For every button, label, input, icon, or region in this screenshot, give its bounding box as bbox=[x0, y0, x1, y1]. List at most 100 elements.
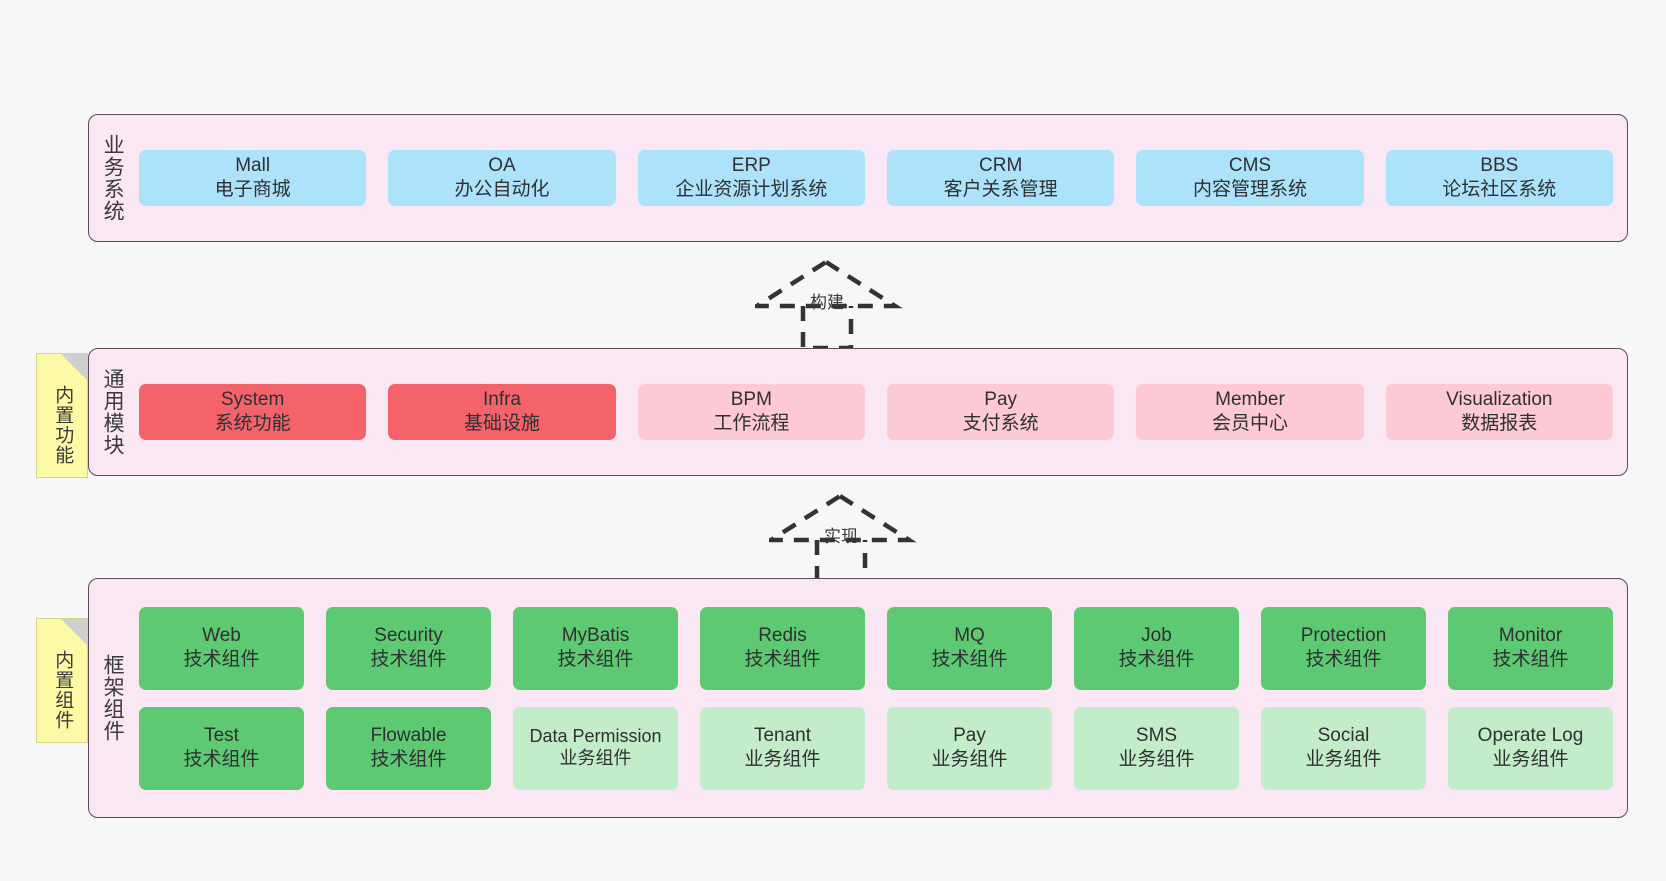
card-mq-desc: 技术组件 bbox=[931, 649, 1008, 670]
card-sms-desc: 业务组件 bbox=[1118, 749, 1195, 770]
arrow-shaft bbox=[800, 306, 854, 350]
card-system-desc: 系统功能 bbox=[214, 413, 291, 434]
card-bbs-name: BBS bbox=[1480, 154, 1519, 176]
layer-framework-components: 框架组件 Web 技术组件 Security 技术组件 MyBatis 技术组件… bbox=[88, 578, 1628, 818]
card-pay-module[interactable]: Pay 支付系统 bbox=[886, 383, 1115, 441]
note-builtin-components-text: 内置组件 bbox=[52, 649, 74, 730]
card-flowable[interactable]: Flowable 技术组件 bbox=[326, 706, 491, 790]
card-social-desc: 业务组件 bbox=[1305, 749, 1382, 770]
card-visualization[interactable]: Visualization 数据报表 bbox=[1385, 383, 1613, 441]
layer-business-systems: 业务系统 Mall 电子商城 OA 办公自动化 ERP 企业资源计划系统 CRM bbox=[88, 114, 1628, 242]
card-bbs-desc: 论坛社区系统 bbox=[1442, 179, 1557, 200]
card-web-desc: 技术组件 bbox=[183, 649, 260, 670]
card-mybatis[interactable]: MyBatis 技术组件 bbox=[513, 606, 678, 690]
card-security[interactable]: Security 技术组件 bbox=[326, 606, 491, 690]
card-tenant-desc: 业务组件 bbox=[744, 749, 821, 770]
card-security-name: Security bbox=[374, 624, 443, 646]
card-social-name: Social bbox=[1317, 724, 1370, 746]
card-security-desc: 技术组件 bbox=[370, 649, 447, 670]
card-crm-name: CRM bbox=[979, 154, 1023, 176]
note-fold-corner-icon bbox=[61, 619, 87, 645]
layer-modules-body: System 系统功能 Infra 基础设施 BPM 工作流程 Pay 支付系统… bbox=[135, 349, 1627, 475]
card-oa[interactable]: OA 办公自动化 bbox=[388, 149, 616, 207]
card-test-name: Test bbox=[204, 724, 239, 746]
card-job-name: Job bbox=[1141, 624, 1172, 646]
card-member[interactable]: Member 会员中心 bbox=[1136, 383, 1364, 441]
card-web-name: Web bbox=[202, 624, 241, 646]
card-web[interactable]: Web 技术组件 bbox=[139, 606, 304, 690]
layer-business-body: Mall 电子商城 OA 办公自动化 ERP 企业资源计划系统 CRM 客户关系… bbox=[135, 115, 1627, 241]
card-pay-module-name: Pay bbox=[984, 388, 1018, 410]
card-test-desc: 技术组件 bbox=[183, 749, 260, 770]
card-mall-desc: 电子商城 bbox=[214, 179, 291, 200]
card-infra-desc: 基础设施 bbox=[463, 413, 540, 434]
card-member-desc: 会员中心 bbox=[1211, 413, 1288, 434]
layer-modules-title: 通用模块 bbox=[101, 368, 125, 456]
card-data-permission-name: Data Permission bbox=[529, 726, 662, 747]
card-monitor-desc: 技术组件 bbox=[1492, 649, 1569, 670]
card-bpm[interactable]: BPM 工作流程 bbox=[637, 383, 865, 441]
card-mybatis-name: MyBatis bbox=[561, 624, 630, 646]
framework-business-row: Test 技术组件 Flowable 技术组件 Data Permission … bbox=[139, 706, 1613, 790]
card-job[interactable]: Job 技术组件 bbox=[1074, 606, 1239, 690]
card-visualization-desc: 数据报表 bbox=[1461, 413, 1538, 434]
card-data-permission[interactable]: Data Permission 业务组件 bbox=[513, 706, 678, 790]
card-crm[interactable]: CRM 客户关系管理 bbox=[886, 149, 1115, 207]
card-erp-desc: 企业资源计划系统 bbox=[675, 179, 828, 200]
card-bbs[interactable]: BBS 论坛社区系统 bbox=[1385, 149, 1613, 207]
card-oa-desc: 办公自动化 bbox=[454, 179, 550, 200]
card-crm-desc: 客户关系管理 bbox=[943, 179, 1058, 200]
card-test[interactable]: Test 技术组件 bbox=[139, 706, 304, 790]
note-fold-corner-icon bbox=[61, 354, 87, 380]
card-social[interactable]: Social 业务组件 bbox=[1261, 706, 1426, 790]
framework-tech-row: Web 技术组件 Security 技术组件 MyBatis 技术组件 Redi… bbox=[139, 606, 1613, 690]
card-system[interactable]: System 系统功能 bbox=[139, 383, 367, 441]
card-mall[interactable]: Mall 电子商城 bbox=[139, 149, 367, 207]
card-pay-component-name: Pay bbox=[953, 724, 986, 746]
card-tenant[interactable]: Tenant 业务组件 bbox=[700, 706, 865, 790]
card-flowable-name: Flowable bbox=[370, 724, 447, 746]
card-pay-module-desc: 支付系统 bbox=[962, 413, 1039, 434]
layer-common-modules: 通用模块 System 系统功能 Infra 基础设施 BPM 工作流程 Pay bbox=[88, 348, 1628, 476]
card-flowable-desc: 技术组件 bbox=[370, 749, 447, 770]
card-mq[interactable]: MQ 技术组件 bbox=[887, 606, 1052, 690]
card-job-desc: 技术组件 bbox=[1118, 649, 1195, 670]
business-card-row: Mall 电子商城 OA 办公自动化 ERP 企业资源计划系统 CRM 客户关系… bbox=[139, 149, 1613, 207]
card-cms-name: CMS bbox=[1228, 154, 1272, 176]
card-operate-log[interactable]: Operate Log 业务组件 bbox=[1448, 706, 1613, 790]
card-member-name: Member bbox=[1215, 388, 1285, 410]
card-bpm-desc: 工作流程 bbox=[713, 413, 790, 434]
card-redis-desc: 技术组件 bbox=[744, 649, 821, 670]
card-redis[interactable]: Redis 技术组件 bbox=[700, 606, 865, 690]
card-operate-log-name: Operate Log bbox=[1477, 724, 1584, 746]
card-pay-component[interactable]: Pay 业务组件 bbox=[887, 706, 1052, 790]
card-sms-name: SMS bbox=[1135, 724, 1178, 746]
note-builtin-features-text: 内置功能 bbox=[52, 384, 74, 465]
card-monitor[interactable]: Monitor 技术组件 bbox=[1448, 606, 1613, 690]
layer-framework-title: 框架组件 bbox=[101, 654, 125, 742]
layer-framework-body: Web 技术组件 Security 技术组件 MyBatis 技术组件 Redi… bbox=[135, 579, 1627, 817]
arrow-label-build: 构建 bbox=[810, 293, 844, 312]
card-visualization-name: Visualization bbox=[1446, 388, 1553, 410]
card-cms[interactable]: CMS 内容管理系统 bbox=[1136, 149, 1364, 207]
note-builtin-components: 内置组件 bbox=[36, 618, 88, 743]
card-protection[interactable]: Protection 技术组件 bbox=[1261, 606, 1426, 690]
card-cms-desc: 内容管理系统 bbox=[1192, 179, 1307, 200]
card-pay-component-desc: 业务组件 bbox=[931, 749, 1008, 770]
layer-business-title: 业务系统 bbox=[101, 134, 125, 222]
card-erp[interactable]: ERP 企业资源计划系统 bbox=[637, 149, 865, 207]
card-erp-name: ERP bbox=[731, 154, 771, 176]
arrow-shaft bbox=[814, 540, 868, 584]
card-sms[interactable]: SMS 业务组件 bbox=[1074, 706, 1239, 790]
card-oa-name: OA bbox=[488, 154, 516, 176]
card-redis-name: Redis bbox=[758, 624, 807, 646]
card-monitor-name: Monitor bbox=[1498, 624, 1563, 646]
card-mybatis-desc: 技术组件 bbox=[557, 649, 634, 670]
card-mq-name: MQ bbox=[954, 624, 985, 646]
card-protection-name: Protection bbox=[1300, 624, 1387, 646]
card-data-permission-desc: 业务组件 bbox=[559, 748, 632, 768]
note-builtin-features: 内置功能 bbox=[36, 353, 88, 478]
card-mall-name: Mall bbox=[235, 154, 271, 176]
card-infra[interactable]: Infra 基础设施 bbox=[388, 383, 616, 441]
